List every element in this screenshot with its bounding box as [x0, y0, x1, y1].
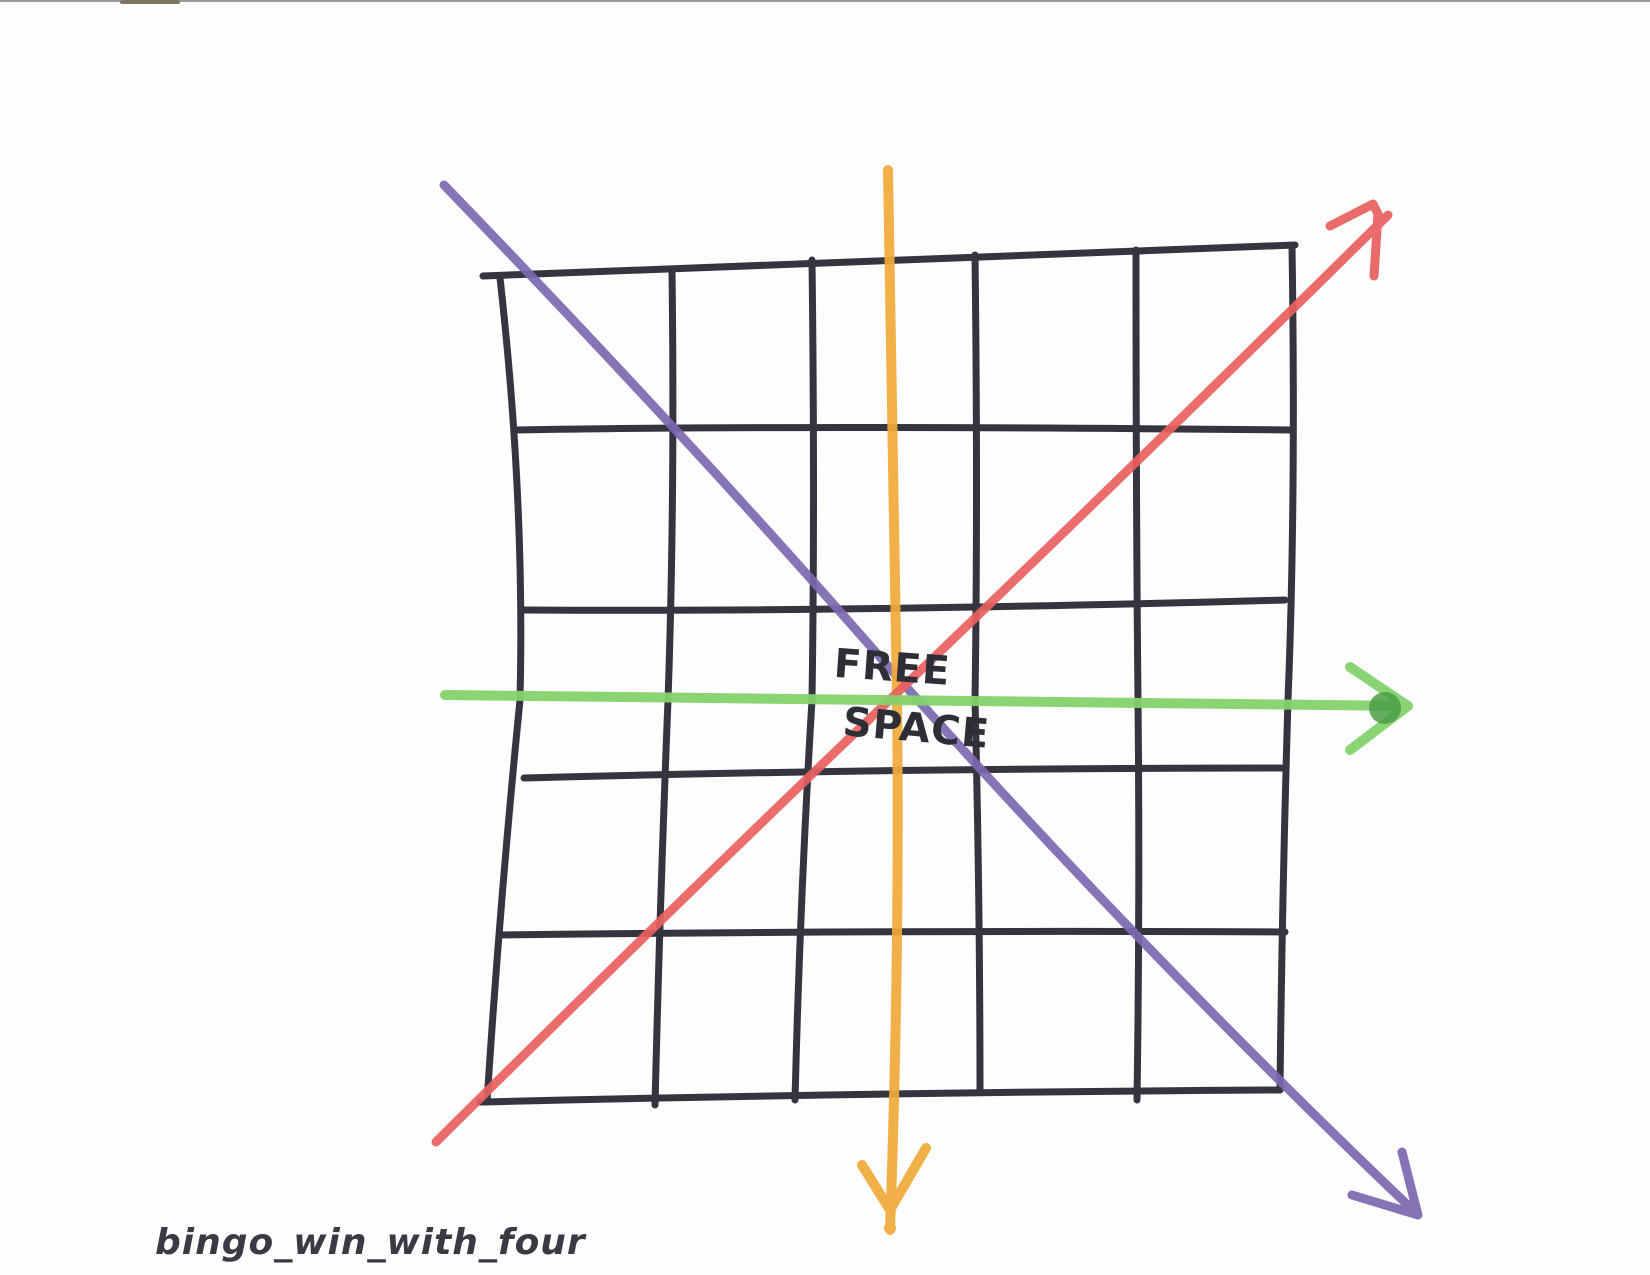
grid-line-bottom — [476, 1086, 1284, 1106]
purple-arrow-head — [1347, 1147, 1423, 1220]
scan-smudge — [120, 0, 180, 4]
grid-line-right — [1276, 242, 1297, 1094]
grid-line-row-3 — [520, 764, 1289, 782]
grid-line-col-1 — [651, 266, 677, 1109]
grid-line-col-4 — [1132, 246, 1143, 1104]
scan-top-edge — [0, 0, 1650, 2]
green-arrow-shaft — [440, 690, 1413, 711]
orange-arrow-head — [857, 1143, 931, 1215]
diagram-caption: bingo_win_with_four — [155, 1222, 586, 1263]
red-arrow-head — [1325, 199, 1383, 281]
grid-line-left — [483, 274, 525, 1106]
green-arrow-tip — [1369, 692, 1401, 724]
grid-line-row-2 — [520, 596, 1289, 614]
grid-line-row-1 — [512, 424, 1294, 434]
grid-line-top — [479, 241, 1299, 280]
free-space-line-2: SPACE — [841, 699, 992, 758]
grid-line-col-2 — [791, 256, 817, 1104]
free-space-line-1: FREE — [832, 641, 952, 695]
green-horizontal-arrow — [440, 662, 1413, 755]
free-space-label: FREE SPACE — [832, 641, 991, 758]
grid-line-col-3 — [971, 251, 984, 1096]
red-diagonal-arrow — [431, 199, 1393, 1147]
red-arrow-shaft — [431, 210, 1393, 1147]
green-arrow-head — [1345, 662, 1413, 755]
orange-arrow-tip — [884, 1222, 896, 1234]
